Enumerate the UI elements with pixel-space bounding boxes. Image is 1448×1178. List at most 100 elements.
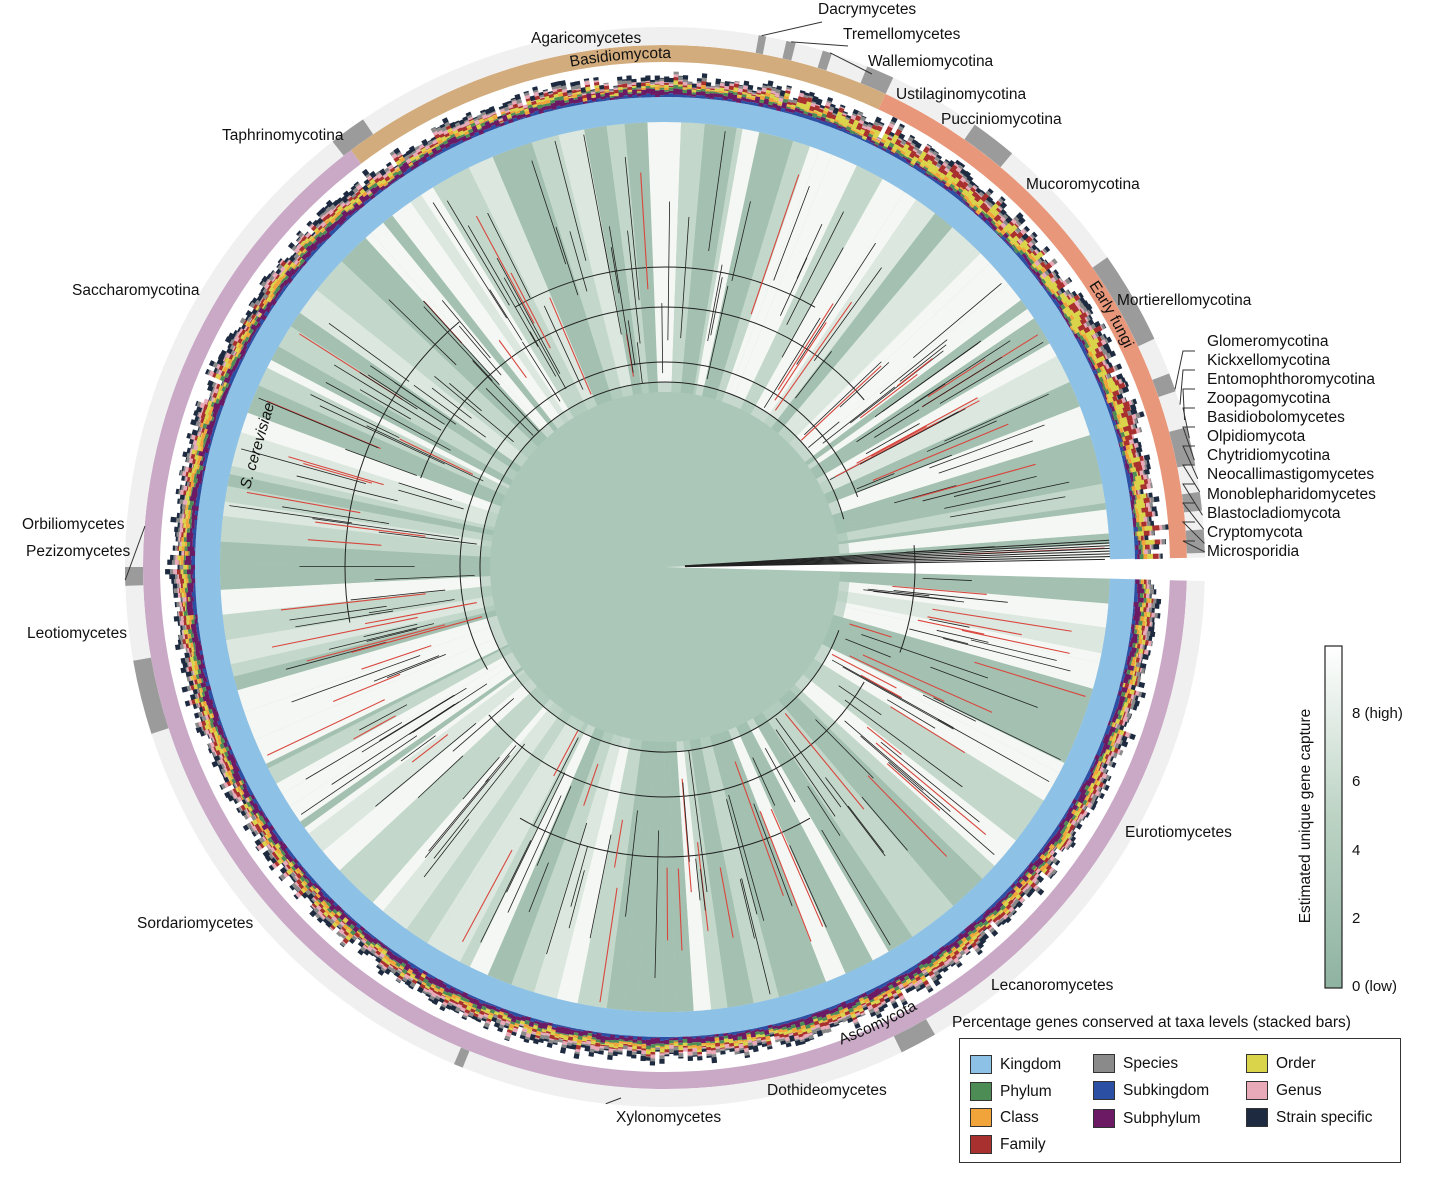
stacked-bar-segment xyxy=(1130,661,1136,667)
stacked-bar-segment xyxy=(650,86,656,88)
stacked-bar-segment xyxy=(179,513,183,519)
stacked-bar-segment xyxy=(1006,911,1011,916)
stacked-bar-segment xyxy=(1146,607,1150,613)
stacked-bar-segment xyxy=(896,981,903,986)
leaf-branch xyxy=(241,448,366,485)
leaf-branch xyxy=(510,272,551,349)
capture-sector xyxy=(718,730,826,991)
stacked-bar-segment xyxy=(1094,764,1098,770)
stacked-bar-segment xyxy=(1046,859,1053,866)
leaf-branch xyxy=(388,299,457,366)
stacked-bar-segment xyxy=(1120,691,1126,698)
stacked-bar-segment xyxy=(834,1023,840,1027)
leaf-branch xyxy=(726,799,758,915)
stacked-bar-segment xyxy=(1150,579,1151,585)
capture-sector xyxy=(624,122,659,393)
leaf-branch xyxy=(739,879,755,939)
stacked-bar-segment xyxy=(187,573,191,579)
stacked-bar-segment xyxy=(632,89,638,96)
stacked-bar-segment xyxy=(1105,749,1108,755)
stacked-bar-segment xyxy=(668,1044,674,1046)
stacked-bar-segment xyxy=(985,922,991,928)
capture-sector xyxy=(669,741,694,1012)
leaf-branch xyxy=(521,341,561,402)
stacked-bar-segment xyxy=(998,916,1003,921)
stacked-bar-segment xyxy=(177,555,181,561)
stacked-bar-segment xyxy=(1076,807,1082,813)
stacked-bar-segment xyxy=(1075,817,1079,822)
stacked-bar-segment xyxy=(950,946,957,953)
leaf-branch xyxy=(688,750,708,893)
stacked-bar-segment xyxy=(789,1019,795,1023)
capture-sector xyxy=(333,261,538,451)
stacked-bar-segment xyxy=(682,1047,688,1052)
stacked-bar-segment xyxy=(1099,741,1105,748)
stacked-bar-segment xyxy=(547,1022,553,1027)
stacked-bar-segment xyxy=(1146,579,1149,585)
stacked-bar-segment xyxy=(677,1044,683,1047)
stacked-bar-segment xyxy=(1124,659,1128,666)
stacked-bar-segment xyxy=(562,1036,569,1041)
capture-sector xyxy=(226,595,495,665)
stacked-bar-segment xyxy=(776,1025,783,1030)
stacked-bar-segment xyxy=(860,1002,866,1006)
stacked-bar-segment xyxy=(713,96,719,101)
stacked-bar-segment xyxy=(1111,731,1115,738)
stacked-bar-segment xyxy=(1118,700,1124,707)
stacked-bar-segment xyxy=(1138,653,1143,659)
stacked-bar-segment xyxy=(636,87,642,90)
stacked-bar-segment xyxy=(1138,639,1143,645)
stacked-bar-segment xyxy=(605,1033,611,1038)
stacked-bar-segment xyxy=(1128,679,1134,686)
stacked-bar-segment xyxy=(598,1048,605,1052)
stacked-bar-segment xyxy=(185,555,192,561)
stacked-bar-segment xyxy=(177,583,180,589)
leaf-branch xyxy=(315,521,426,537)
stacked-bar-segment xyxy=(1124,697,1129,703)
stacked-bar-segment xyxy=(668,1048,674,1053)
stacked-bar-segment xyxy=(1143,584,1145,590)
stacked-bar-segment xyxy=(801,1028,807,1033)
capture-sector xyxy=(807,308,1035,470)
stacked-bar-segment xyxy=(696,1054,703,1057)
stacked-bar-segment xyxy=(613,1048,619,1050)
stacked-bar-segment xyxy=(1115,738,1121,745)
stacked-bar-segment xyxy=(705,1046,712,1051)
stacked-bar-segment xyxy=(1051,845,1055,851)
stacked-bar-segment xyxy=(752,1045,759,1053)
stacked-bar-segment xyxy=(772,1028,778,1032)
stacked-bar-segment xyxy=(673,1040,679,1042)
stacked-bar-segment xyxy=(636,89,642,92)
stacked-bar-segment xyxy=(931,966,937,972)
stacked-bar-segment xyxy=(631,1043,638,1047)
stacked-bar-segment xyxy=(532,1038,540,1045)
stacked-bar-segment xyxy=(664,84,670,88)
stacked-bar-segment xyxy=(664,89,670,92)
stacked-bar-segment xyxy=(682,92,688,96)
stacked-bar-segment xyxy=(678,81,684,85)
stacked-bar-segment xyxy=(572,1034,579,1039)
stacked-bar-segment xyxy=(792,1031,799,1037)
stacked-bar-segment xyxy=(930,957,937,964)
stacked-bar-segment xyxy=(178,573,183,579)
leaf-branch xyxy=(661,303,664,374)
stacked-bar-segment xyxy=(1031,871,1037,877)
stacked-bar-segment xyxy=(174,644,181,651)
stacked-bar-segment xyxy=(627,1036,633,1041)
stacked-bar-segment xyxy=(831,1004,838,1009)
stacked-bar-segment xyxy=(627,1041,633,1045)
stacked-bar-segment xyxy=(1076,817,1081,823)
leaf-branch xyxy=(808,421,840,448)
stacked-bar-segment xyxy=(904,986,910,990)
stacked-bar-segment xyxy=(194,618,198,624)
stacked-bar-segment xyxy=(1013,898,1020,905)
stacked-bar-segment xyxy=(855,1014,861,1017)
stacked-bar-segment xyxy=(701,1045,707,1048)
leaf-branch xyxy=(282,506,390,525)
stacked-bar-segment xyxy=(191,518,196,525)
stacked-bar-segment xyxy=(807,1032,813,1037)
stacked-bar-segment xyxy=(1151,617,1155,623)
stacked-bar-segment xyxy=(1073,821,1079,828)
stacked-bar-segment xyxy=(887,984,894,990)
leaf-branch xyxy=(536,786,572,866)
